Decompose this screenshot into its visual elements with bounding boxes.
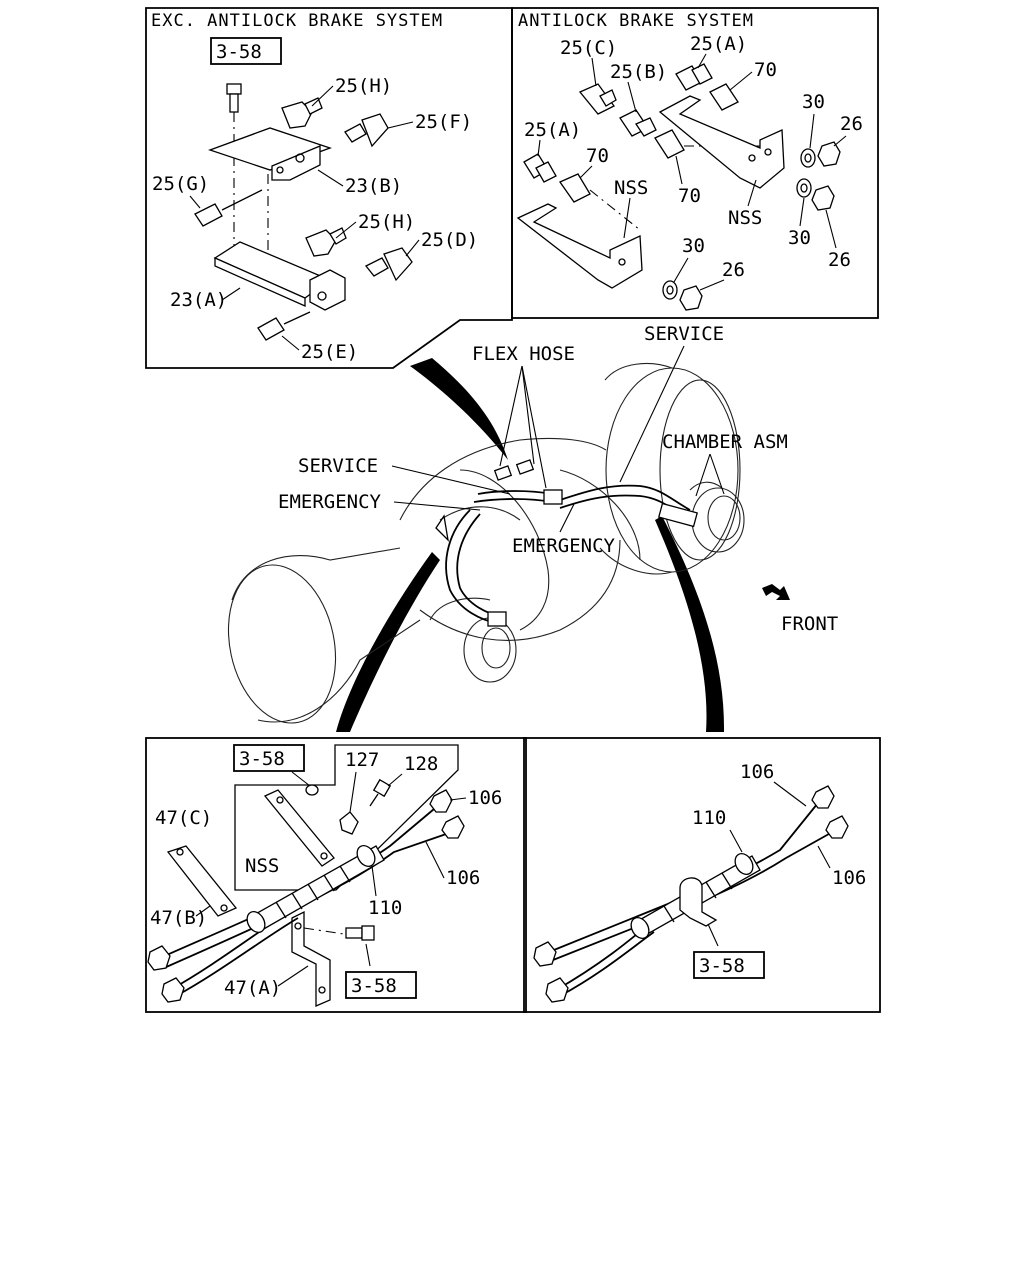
hose-fitting-icon [194,189,263,227]
label-47c: 47(C) [155,807,212,829]
label-25h-mid: 25(H) [358,211,415,233]
bolt-icon [369,778,392,807]
label-47b: 47(B) [150,907,207,929]
hose-fitting-icon [257,311,311,341]
label-110: 110 [368,897,402,919]
label-25h-top: 25(H) [335,75,392,97]
label-110-right: 110 [692,807,726,829]
pointer-wedge-top [410,358,508,460]
ref-box-exc-abs: 3-58 [216,41,262,63]
label-service-top: SERVICE [644,323,724,345]
hex-nut-icon [811,185,835,211]
label-26-b: 26 [828,249,851,271]
label-26-c: 26 [722,259,745,281]
hose-fitting-icon [344,113,389,148]
label-nss-right: NSS [728,207,762,229]
hex-nut-icon [811,785,835,809]
label-25a-top: 25(A) [690,33,747,55]
label-23b: 23(B) [345,175,402,197]
label-70-top: 70 [754,59,777,81]
label-25c: 25(C) [560,37,617,59]
ref-box-top-left: 3-58 [239,748,285,770]
label-front: FRONT [781,613,838,635]
elbow-fitting-icon [305,227,347,257]
label-nss: NSS [245,855,279,877]
union-fitting-icon [619,109,657,137]
label-25g: 25(G) [152,173,209,195]
hose-fitting-icon [709,83,739,111]
bracket-nss-right [658,95,785,189]
label-30-c: 30 [682,235,705,257]
label-70-mid: 70 [586,145,609,167]
clamp-icon [679,877,718,927]
label-128: 128 [404,753,438,775]
label-47a: 47(A) [224,977,281,999]
elbow-fitting-icon [281,97,323,129]
bolt-icon [305,784,319,796]
washer-icon [800,148,816,168]
panel-exc-abs: EXC. ANTILOCK BRAKE SYSTEM 3-58 [145,7,513,369]
hex-nut-icon [545,977,569,1003]
ref-box-right: 3-58 [699,955,745,977]
washer-icon [662,280,678,300]
ref-box-frame [210,37,282,65]
clip-icon [339,811,359,835]
label-106-right: 106 [832,867,866,889]
hose-fitting-icon [364,247,413,282]
label-30-b: 30 [788,227,811,249]
label-23a: 23(A) [170,289,227,311]
hex-nut-icon [161,977,185,1003]
label-106-top: 106 [468,787,502,809]
label-service-left: SERVICE [298,455,378,477]
label-127: 127 [345,749,379,771]
hose-fitting-icon [523,153,557,183]
label-106-right-top: 106 [740,761,774,783]
bolt-icon [226,83,242,113]
protective-sleeve [246,845,385,933]
hex-nut-icon [817,141,841,167]
label-106-mid: 106 [446,867,480,889]
label-25d: 25(D) [421,229,478,251]
bracket-nss-left [516,203,643,289]
label-nss-left: NSS [614,177,648,199]
panel-exc-abs-title: EXC. ANTILOCK BRAKE SYSTEM [151,11,443,31]
hex-nut-icon [441,815,465,839]
bracket-23a [213,241,346,311]
label-chamber-asm: CHAMBER ASM [662,431,788,453]
axle-assembly-sketch: FLEX HOSE SERVICE CHAMBER ASM SERVICE EM… [227,323,838,732]
hose-fitting-icon [559,173,591,203]
label-25f: 25(F) [415,111,472,133]
hex-nut-icon [825,815,849,839]
pointer-wedge-right [655,516,725,732]
label-25a-left: 25(A) [524,119,581,141]
hex-nut-icon [533,941,557,967]
label-25b: 25(B) [610,61,667,83]
ref-box-bottom-left: 3-58 [351,975,397,997]
hex-nut-icon [679,285,703,311]
label-flex-hose: FLEX HOSE [472,343,575,365]
hex-nut-icon [429,789,453,813]
panel-abs: ANTILOCK BRAKE SYSTEM [511,7,879,319]
bolt-icon [303,925,375,941]
label-25e: 25(E) [301,341,358,363]
panel-hose-left: 3-58 [145,737,527,1013]
label-emergency-left: EMERGENCY [278,491,382,513]
hose-fitting-icon [654,129,685,159]
front-direction-arrow [762,584,790,600]
washer-icon [796,178,812,198]
hex-nut-icon [147,945,171,971]
pointer-wedge-left [336,552,440,732]
hose-fitting-icon [675,63,713,91]
label-70-low: 70 [678,185,701,207]
label-30-a: 30 [802,91,825,113]
tee-fitting-icon [578,83,617,115]
panel-hose-right: 3-58 106 110 106 [523,737,881,1013]
panel-abs-title: ANTILOCK BRAKE SYSTEM [518,11,754,31]
junction-block-23b [208,127,332,181]
label-26-a: 26 [840,113,863,135]
label-emergency-low: EMERGENCY [512,535,616,557]
